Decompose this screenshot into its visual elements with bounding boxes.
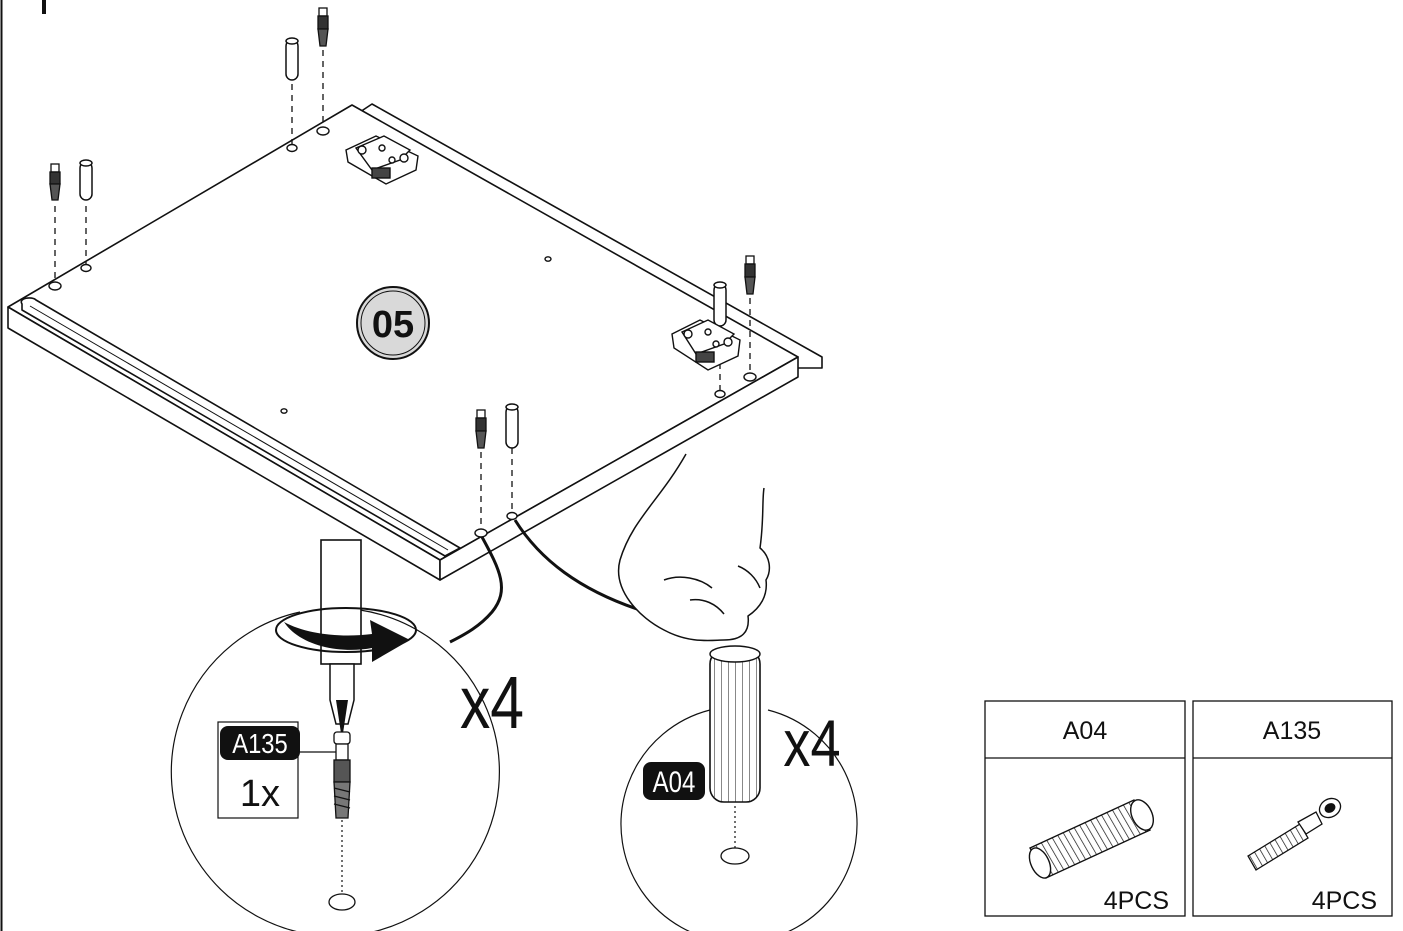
part-card-a135: A135 4PCS [1192,700,1393,917]
screw-callout: A135 1x x4 [170,539,524,931]
dowel-icon [713,281,727,327]
part-card-a04: A04 4PCS [984,700,1186,917]
step-number: 05 [372,304,414,346]
screw-closeup-icon [333,731,351,819]
rotation-ring [275,607,417,653]
hinge-plate [345,135,419,185]
dowel-closeup-icon [709,649,761,803]
target-hole [720,847,750,865]
dowel-tag-label: A04 [653,764,696,798]
screw-icon [317,7,329,47]
dowel-icon [285,37,299,81]
screw-icon [744,255,756,295]
part-code: A135 [1263,717,1321,745]
panel-side-right [439,356,799,581]
callout-circle-right [620,709,858,931]
dowel-tag-badge [643,762,705,800]
callout-circle-left [170,609,500,931]
rotation-arrow-icon [284,620,410,662]
screw-multiplier: x4 [460,662,524,744]
part-code: A04 [1063,717,1108,745]
screw-tag-label: A135 [232,727,288,759]
part-quantity: 4PCS [1312,887,1377,915]
guide-lines [54,50,751,529]
panel-holes [48,126,757,538]
dowel-callout: A04 x4 [617,453,858,931]
dowel-icon [505,403,519,449]
panel-groove [20,297,461,557]
screwdriver-bit [329,663,355,725]
hand-icon [617,453,771,642]
screws-on-panel [49,7,756,449]
screw-icon [475,409,487,449]
part-quantity: 4PCS [1104,887,1169,915]
hinge-plate [671,319,741,371]
target-hole [328,893,356,911]
screw-tag-badge [220,726,300,760]
step-badge: 05 [356,286,430,360]
cam-bolt-screw-icon [1247,797,1342,871]
dowel-icon [79,159,93,201]
parts-table: A04 4PCS A135 4PCS [984,700,1393,917]
dowels-on-panel [79,37,727,449]
screw-icon [49,163,61,201]
dowel-multiplier: x4 [783,706,840,780]
wooden-dowel-icon [1028,799,1155,879]
screw-qty-label: 1x [240,773,280,815]
